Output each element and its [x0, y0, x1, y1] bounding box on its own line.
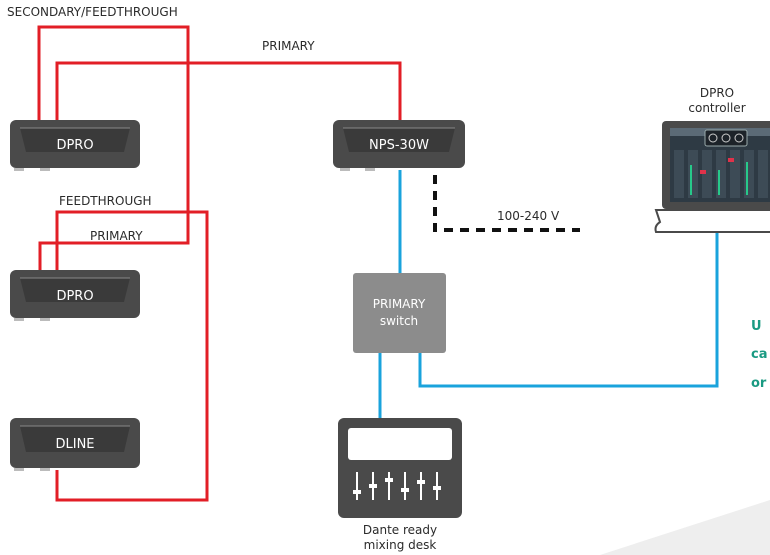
secondary-feedthrough-cable: [37, 25, 190, 275]
dpro-amplifier-1: DPRO: [10, 120, 140, 171]
switch-label-line1: PRIMARY: [373, 297, 426, 311]
cropped-text-line3: or: [751, 376, 767, 391]
switch-label-line2: switch: [380, 314, 418, 328]
dline-label: DLINE: [55, 437, 94, 452]
laptop-controller: [654, 121, 770, 233]
background-wedge: [600, 500, 770, 555]
nps-30w-device: NPS-30W: [333, 120, 465, 171]
feedthrough-label: FEEDTHROUGH: [59, 194, 152, 208]
primary-cable-top: [55, 61, 402, 125]
cropped-text-line2: ca: [751, 347, 767, 362]
dpro-amplifier-2: DPRO: [10, 270, 140, 321]
red-cables: [37, 25, 402, 502]
secondary-feedthrough-label: SECONDARY/FEEDTHROUGH: [7, 5, 178, 19]
dpro-2-label: DPRO: [56, 289, 93, 304]
voltage-label: 100-240 V: [497, 209, 560, 223]
desk-label-line1: Dante ready: [363, 523, 437, 537]
dline-amplifier: DLINE: [10, 418, 140, 471]
controller-label-line2: controller: [688, 101, 745, 115]
desk-fader-knobs: [353, 478, 441, 494]
network-cables: [378, 170, 719, 420]
primary-mid-label: PRIMARY: [90, 229, 143, 243]
dpro-1-label: DPRO: [56, 138, 93, 153]
desk-label-line2: mixing desk: [364, 538, 437, 552]
primary-switch: PRIMARY switch: [353, 273, 446, 353]
nps-label: NPS-30W: [369, 138, 429, 153]
controller-label-line1: DPRO: [700, 86, 734, 100]
mixing-desk: [338, 418, 462, 518]
primary-top-label: PRIMARY: [262, 39, 315, 53]
cropped-text-line1: U: [751, 319, 762, 334]
power-cable: [433, 175, 580, 232]
feedthrough-cable: [55, 210, 209, 502]
switch-to-controller-cable: [418, 232, 719, 388]
